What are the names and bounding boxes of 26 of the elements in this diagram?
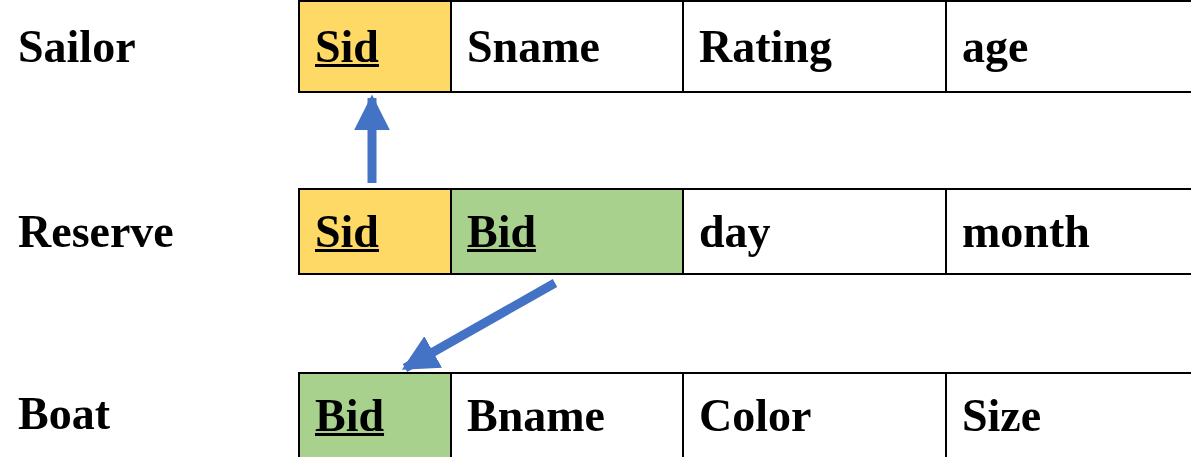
arrow	[354, 94, 390, 183]
field-name: Rating	[699, 20, 832, 73]
field-name: Bid	[467, 205, 537, 258]
field-name: Sid	[315, 20, 379, 73]
field-name: Size	[962, 389, 1042, 442]
key-field-cell	[450, 188, 684, 275]
field-cell	[682, 0, 947, 93]
field-name: Bname	[467, 389, 605, 442]
field-cell	[945, 188, 1191, 275]
field-cell	[450, 0, 684, 93]
field-cell	[945, 0, 1191, 93]
table-name: Reserve	[18, 204, 174, 258]
field-name: Sname	[467, 20, 600, 73]
field-name: month	[962, 205, 1090, 258]
table-name: Boat	[18, 387, 110, 440]
key-field-cell	[298, 188, 452, 275]
field-cell	[682, 188, 947, 275]
key-field-cell	[298, 0, 452, 93]
key-field-cell	[298, 372, 452, 457]
field-name: day	[699, 205, 771, 258]
field-name: Sid	[315, 205, 379, 258]
field-name: Color	[699, 389, 812, 442]
table-name: Sailor	[18, 19, 136, 73]
field-name: Bid	[315, 389, 385, 442]
field-name: age	[962, 20, 1029, 73]
arrow	[401, 279, 558, 372]
